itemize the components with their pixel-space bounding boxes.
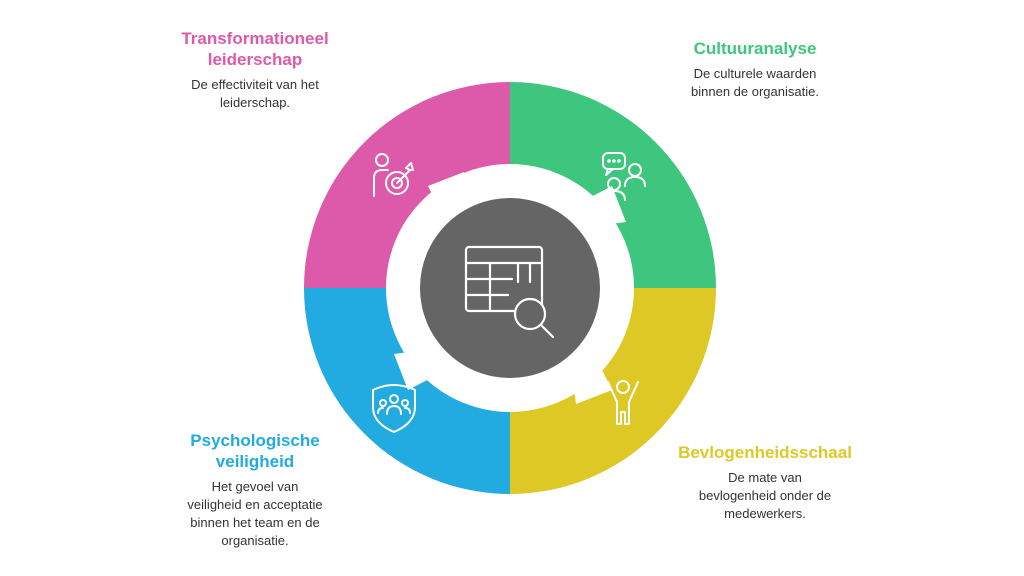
description-line: medewerkers.: [724, 506, 806, 521]
label-psychologische-veiligheid: Psychologische veiligheid Het gevoel van…: [140, 430, 370, 550]
segment-title: Bevlogenheidsschaal: [650, 442, 880, 463]
description-line: binnen het team en de: [190, 515, 320, 530]
segment-title: Psychologische veiligheid: [140, 430, 370, 472]
title-line: Cultuuranalyse: [693, 39, 817, 58]
segment-title: Cultuuranalyse: [640, 38, 870, 59]
description-line: De effectiviteit van het: [191, 77, 319, 92]
connector-se: [570, 338, 612, 404]
description-line: veiligheid en acceptatie: [187, 497, 323, 512]
description-line: organisatie.: [221, 533, 289, 548]
label-transformationeel-leiderschap: Transformationeel leiderschap De effecti…: [140, 28, 370, 112]
description-line: De culturele waarden: [693, 66, 817, 81]
description-line: binnen de organisatie.: [691, 84, 819, 99]
label-cultuuranalyse: Cultuuranalyse De culturele waarden binn…: [640, 38, 870, 101]
segment-cultuuranalyse: [510, 82, 716, 288]
leadership-target-icon: [373, 153, 414, 197]
label-bevlogenheidsschaal: Bevlogenheidsschaal De mate van bevlogen…: [650, 442, 880, 523]
description-line: bevlogenheid onder de: [698, 488, 832, 503]
description-line: Het gevoel van: [211, 479, 299, 494]
connector-sw: [394, 348, 458, 390]
title-line: veiligheid: [215, 452, 295, 471]
cheering-person-icon: [607, 380, 639, 425]
title-line: Psychologische: [190, 431, 320, 450]
connector-ne: [562, 186, 626, 228]
table-search-icon: [464, 245, 555, 339]
title-line: leiderschap: [207, 50, 303, 69]
team-shield-icon: [372, 384, 416, 433]
segment-description: Het gevoel van veiligheid en acceptatie …: [140, 478, 370, 550]
title-line: Bevlogenheidsschaal: [678, 443, 852, 462]
center-hub: [420, 198, 600, 378]
segment-description: De mate van bevlogenheid onder de medewe…: [650, 469, 880, 523]
people-conversation-icon: [602, 152, 646, 201]
description-line: De mate van: [728, 470, 802, 485]
segment-psychologische-veiligheid: [304, 288, 510, 494]
segment-description: De culturele waarden binnen de organisat…: [640, 65, 870, 101]
description-line: leiderschap.: [219, 95, 291, 110]
title-line: Transformationeel: [181, 29, 329, 48]
segment-title: Transformationeel leiderschap: [140, 28, 370, 70]
segment-description: De effectiviteit van het leiderschap.: [140, 76, 370, 112]
